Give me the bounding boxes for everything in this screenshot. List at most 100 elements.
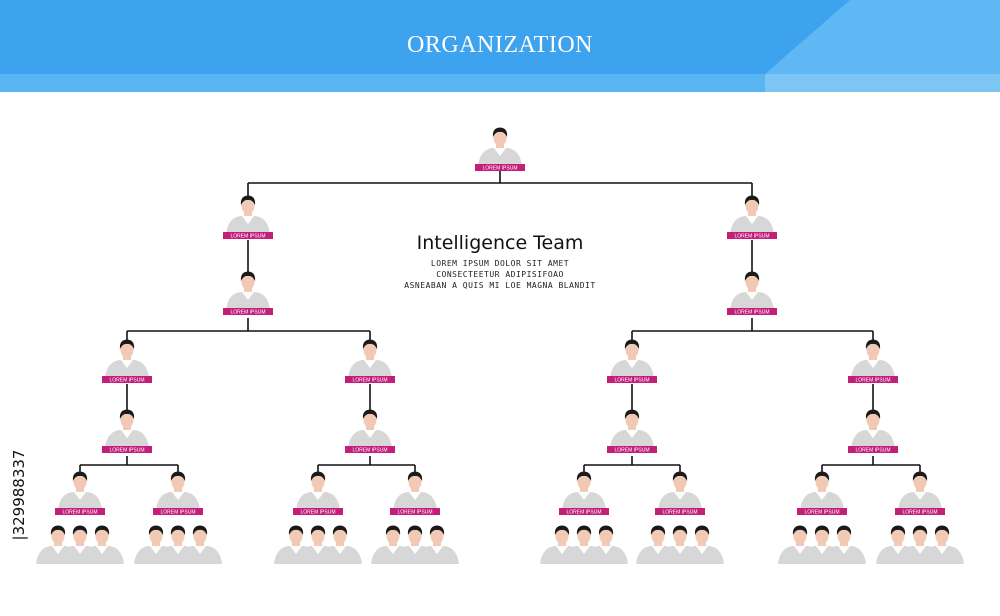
node-label: LOREM IPSUM (734, 234, 769, 240)
person-head (866, 342, 880, 358)
person-shirt (730, 216, 774, 234)
person-collar (290, 546, 302, 554)
person-hair (492, 127, 508, 137)
node-label-box (223, 308, 273, 315)
person-neck (628, 355, 636, 362)
person-head (73, 474, 87, 490)
person-shirt (610, 360, 654, 378)
person-collar (121, 430, 133, 438)
node-label-box (607, 446, 657, 453)
person-neck (580, 541, 588, 548)
person-shirt (730, 292, 774, 310)
node-label: LOREM IPSUM (300, 510, 335, 516)
person-collar (600, 546, 612, 554)
person-collar (74, 492, 86, 500)
team-group (778, 525, 866, 564)
node-label-box (848, 376, 898, 383)
person-hair (429, 525, 445, 535)
person-hair (72, 525, 88, 535)
person-shirt (296, 492, 340, 510)
person-hair (385, 525, 401, 535)
person-head (745, 274, 759, 290)
person-collar (936, 546, 948, 554)
person-collar (794, 546, 806, 554)
node-label: LOREM IPSUM (614, 378, 649, 384)
person-collar (172, 492, 184, 500)
person-hair (934, 525, 950, 535)
node-label-box (848, 446, 898, 453)
person-head (599, 528, 613, 544)
person-shirt (658, 492, 702, 510)
person-icon (105, 339, 149, 378)
person-collar (696, 546, 708, 554)
person-neck (98, 541, 106, 548)
node-label: LOREM IPSUM (482, 166, 517, 172)
person-shirt (226, 216, 270, 234)
person-neck (366, 355, 374, 362)
node-label: LOREM IPSUM (109, 448, 144, 454)
person-collar (494, 148, 506, 156)
person-neck (916, 487, 924, 494)
person-collar (556, 546, 568, 554)
person-icon (898, 471, 942, 510)
person-neck (938, 541, 946, 548)
person-head (625, 342, 639, 358)
person-icon (226, 271, 270, 310)
person-head (493, 130, 507, 146)
person-collar (867, 430, 879, 438)
person-shirt (898, 546, 942, 564)
person-hair (72, 471, 88, 481)
person-collar (816, 492, 828, 500)
person-shirt (800, 546, 844, 564)
person-collar (52, 546, 64, 554)
person-collar (364, 430, 376, 438)
person-hair (119, 409, 135, 419)
person-neck (174, 541, 182, 548)
person-collar (892, 546, 904, 554)
person-neck (558, 541, 566, 548)
person-head (673, 528, 687, 544)
person-collar (150, 546, 162, 554)
node-label: LOREM IPSUM (230, 234, 265, 240)
node-label-box (223, 232, 273, 239)
person-shirt (851, 430, 895, 448)
person-head (241, 198, 255, 214)
person-neck (76, 487, 84, 494)
node-label-box (153, 508, 203, 515)
person-shirt (348, 430, 392, 448)
person-collar (194, 546, 206, 554)
person-head (73, 528, 87, 544)
team-title: Intelligence Team (416, 232, 584, 254)
person-collar (652, 546, 664, 554)
person-hair (240, 195, 256, 205)
person-head (51, 528, 65, 544)
person-shirt (348, 360, 392, 378)
person-shirt (58, 492, 102, 510)
person-head (913, 528, 927, 544)
person-hair (624, 339, 640, 349)
person-collar (172, 546, 184, 554)
person-hair (310, 525, 326, 535)
person-hair (744, 195, 760, 205)
person-hair (362, 409, 378, 419)
person-icon (851, 409, 895, 448)
person-neck (411, 541, 419, 548)
person-head (171, 474, 185, 490)
node-label-box (55, 508, 105, 515)
person-collar (387, 546, 399, 554)
person-head (193, 528, 207, 544)
person-neck (748, 211, 756, 218)
person-icon (822, 525, 866, 564)
person-collar (74, 546, 86, 554)
person-icon (105, 409, 149, 448)
person-neck (123, 425, 131, 432)
person-head (149, 528, 163, 544)
node-label-box (390, 508, 440, 515)
person-icon (156, 471, 200, 510)
person-collar (914, 492, 926, 500)
person-head (651, 528, 665, 544)
node-label: LOREM IPSUM (855, 378, 890, 384)
person-collar (409, 492, 421, 500)
person-collar (914, 546, 926, 554)
person-hair (170, 525, 186, 535)
